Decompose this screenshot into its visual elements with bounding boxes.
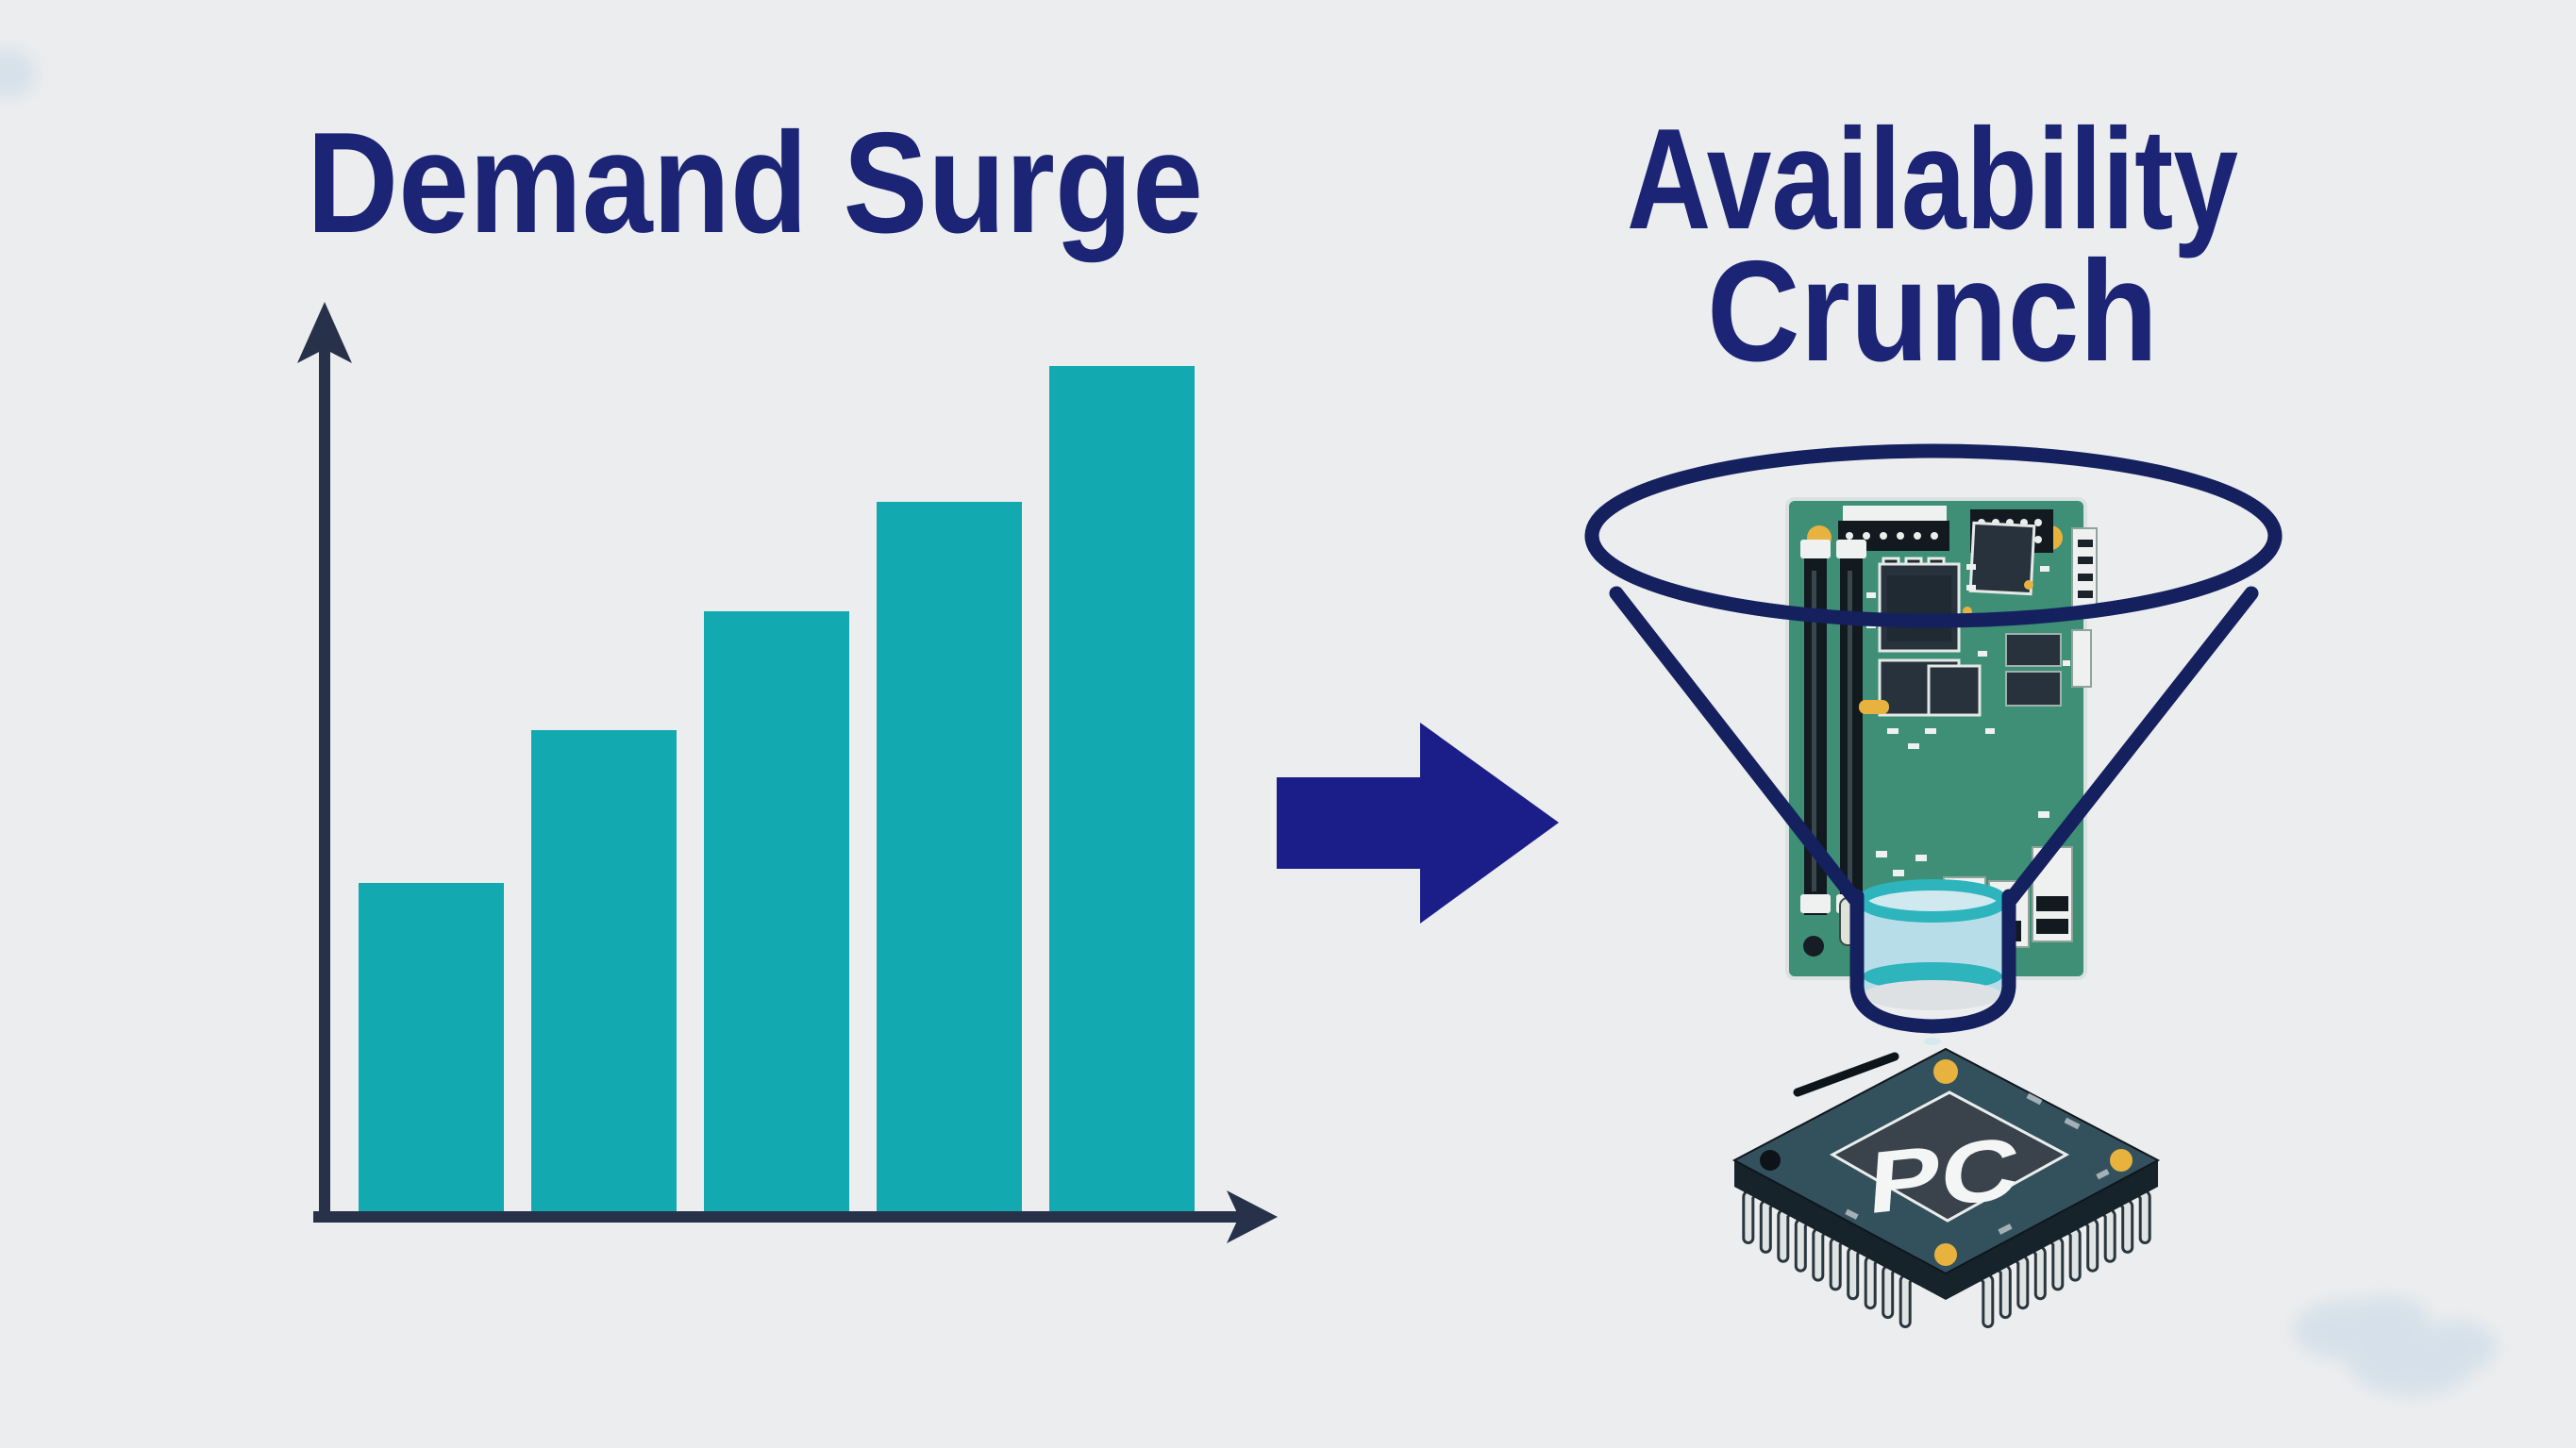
header-pins: [1846, 532, 1938, 540]
drip: [1924, 1038, 1941, 1045]
led: [2024, 580, 2033, 590]
capacitor: [1859, 700, 1889, 714]
controller-chip: [1927, 664, 1982, 717]
small-chip: [2005, 633, 2062, 667]
demand-title: Demand Surge: [307, 103, 1203, 263]
demand-bar: [359, 883, 504, 1213]
funnel-cone-right: [2001, 586, 2259, 909]
availability-title-line1: Availability: [1627, 99, 2238, 259]
chip-corner-pad: [1934, 1243, 1957, 1266]
funnel-icon: [1584, 443, 2283, 1045]
demand-bar-chart: [297, 302, 1278, 1243]
small-chip: [2005, 671, 2062, 707]
ram-slot: [1836, 540, 1866, 915]
flow-arrow-icon: [1277, 723, 1559, 924]
demand-bar: [704, 611, 849, 1213]
chip-corner-hole: [1760, 1150, 1781, 1171]
pc-chip-icon: PC: [1731, 1047, 2161, 1328]
chip-surface-marks: [1845, 1092, 2110, 1235]
demand-bars: [359, 366, 1195, 1213]
soc-die: [1887, 575, 1951, 641]
chip-body-side: [1734, 1160, 2158, 1300]
y-axis-arrowhead-icon: [297, 302, 352, 363]
chip-corner-pad: [1933, 1059, 1958, 1084]
pin-header: [1843, 506, 1947, 521]
chip-corner-pad: [2110, 1149, 2133, 1172]
mount-hole-dark: [1803, 936, 1824, 957]
chip-label: PC: [1865, 1118, 2022, 1232]
chip-gloss-line: [1793, 1052, 1899, 1097]
chip-die: [1829, 1090, 2070, 1223]
edge-connector: [2071, 629, 2092, 688]
demand-bar: [1049, 366, 1195, 1213]
demand-bar: [531, 730, 677, 1213]
funnel-output-cylinder: [1849, 879, 2016, 1045]
availability-title-line2: Crunch: [1707, 231, 2158, 391]
funnel-rim-front: [1584, 528, 2283, 628]
funnel-cone-left: [1609, 586, 1865, 909]
flash-chip: [1968, 521, 2036, 596]
edge-connector-pins: [2078, 540, 2093, 598]
paper-smudges: [0, 49, 2497, 1396]
demand-bar: [877, 502, 1022, 1213]
x-axis-arrowhead-icon: [1227, 1190, 1278, 1243]
